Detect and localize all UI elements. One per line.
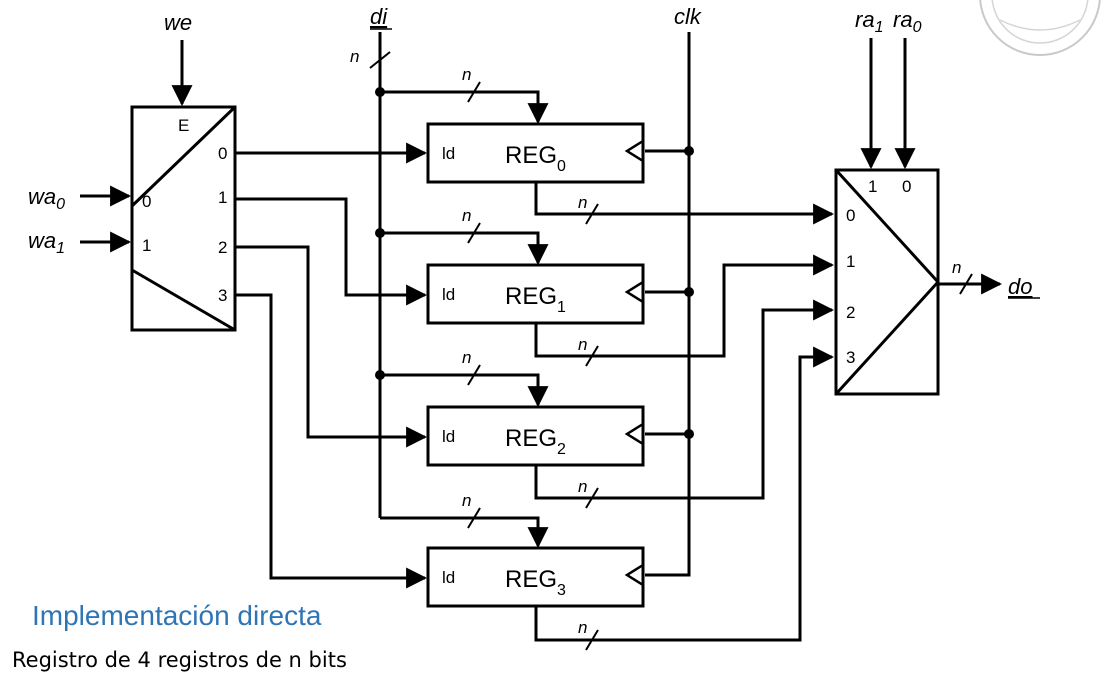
mux-select-0-label: 0 xyxy=(902,177,911,196)
decoder: E 0 1 0 1 2 3 xyxy=(130,105,237,332)
mux-input-2-label: 2 xyxy=(846,303,855,322)
register-2-name: REG2 xyxy=(505,425,566,458)
caption-title: Implementación directa xyxy=(32,600,322,631)
ra0-label: ra0 xyxy=(893,7,922,36)
decoder-output-1-label: 1 xyxy=(218,188,227,207)
mux-input-0-label: 0 xyxy=(846,206,855,225)
svg-text:n: n xyxy=(462,348,471,367)
mux-input-3-label: 3 xyxy=(846,348,855,367)
wa1-label: wa1 xyxy=(28,228,65,257)
register-0: ld REG0 xyxy=(426,122,645,184)
ra1-label: ra1 xyxy=(855,7,883,36)
decoder-output-3-label: 3 xyxy=(218,286,227,305)
di-branches: n n n n xyxy=(375,65,549,549)
svg-text:n: n xyxy=(462,65,471,84)
decoder-enable-label: E xyxy=(178,116,189,135)
clk-wire xyxy=(645,32,691,577)
decoder-output-0-label: 0 xyxy=(218,144,227,163)
clk-branches xyxy=(645,146,694,439)
svg-text:n: n xyxy=(578,477,587,496)
register-0-name: REG0 xyxy=(505,142,566,175)
caption-subtitle: Registro de 4 registros de n bits xyxy=(12,648,347,672)
decoder-input-0-label: 0 xyxy=(142,192,151,211)
svg-text:n: n xyxy=(462,206,471,225)
do-width-label: n xyxy=(952,258,961,277)
register-output-buses: n n n n xyxy=(534,182,835,651)
decoder-input-1-label: 1 xyxy=(142,236,151,255)
register-1-name: REG1 xyxy=(505,283,566,316)
do-label: do xyxy=(1008,274,1032,299)
register-2-load-label: ld xyxy=(442,427,455,446)
svg-text:n: n xyxy=(578,193,587,212)
svg-text:n: n xyxy=(578,335,587,354)
svg-text:n: n xyxy=(462,491,471,510)
register-3-load-label: ld xyxy=(442,568,455,587)
di-width-label: n xyxy=(350,47,359,66)
load-enable-wires xyxy=(235,142,428,589)
wa0-label: wa0 xyxy=(28,184,65,213)
register-0-load-label: ld xyxy=(442,144,455,163)
register-3-name: REG3 xyxy=(505,566,566,599)
mux-input-1-label: 1 xyxy=(846,252,855,271)
register-1: ld REG1 xyxy=(426,263,645,325)
mux-select-1-label: 1 xyxy=(868,177,877,196)
decoder-output-2-label: 2 xyxy=(218,238,227,257)
di-label: di xyxy=(370,4,388,29)
clk-label: clk xyxy=(674,4,702,29)
svg-text:n: n xyxy=(578,618,587,637)
register-2: ld REG2 xyxy=(426,405,645,467)
register-3: ld REG3 xyxy=(426,546,645,608)
we-label: we xyxy=(164,10,192,35)
university-seal-logo xyxy=(979,0,1101,56)
register-1-load-label: ld xyxy=(442,285,455,304)
multiplexer: 1 0 0 1 2 3 xyxy=(834,168,940,396)
